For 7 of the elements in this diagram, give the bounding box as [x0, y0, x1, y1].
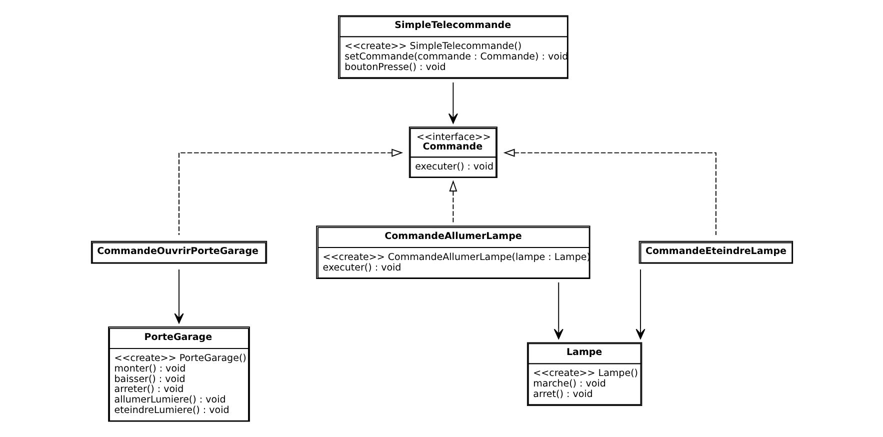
arrow	[448, 82, 458, 124]
arrow	[174, 269, 184, 324]
arrow	[635, 269, 645, 340]
arrow	[178, 148, 403, 236]
arrow	[502, 148, 716, 236]
arrow	[448, 180, 457, 223]
arrow	[553, 282, 563, 340]
